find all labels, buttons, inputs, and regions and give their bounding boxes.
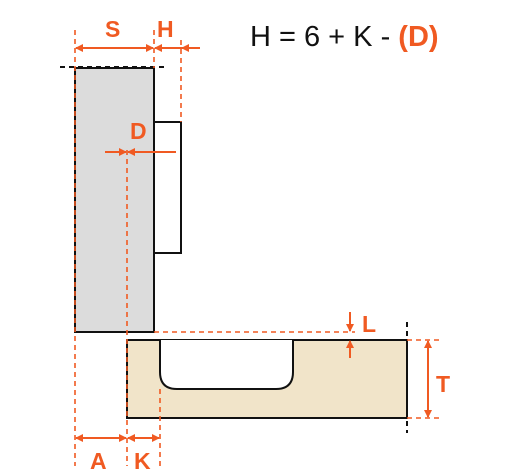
formula-highlight: (D) <box>398 21 438 53</box>
door-panel <box>74 67 155 333</box>
label-h: H <box>157 16 174 42</box>
formula: H = 6 + K - (D) <box>250 21 439 53</box>
label-a: A <box>90 448 107 473</box>
dimension-arrows <box>75 44 432 442</box>
hinge-cup-hole <box>159 340 294 390</box>
label-s: S <box>105 16 120 42</box>
label-l: L <box>362 311 376 337</box>
hinge-plate <box>153 121 182 254</box>
label-d: D <box>130 118 147 144</box>
formula-prefix: H = 6 + K - <box>250 21 398 53</box>
reference-lines <box>74 30 440 466</box>
label-t: T <box>436 371 450 397</box>
label-k: K <box>134 448 151 473</box>
